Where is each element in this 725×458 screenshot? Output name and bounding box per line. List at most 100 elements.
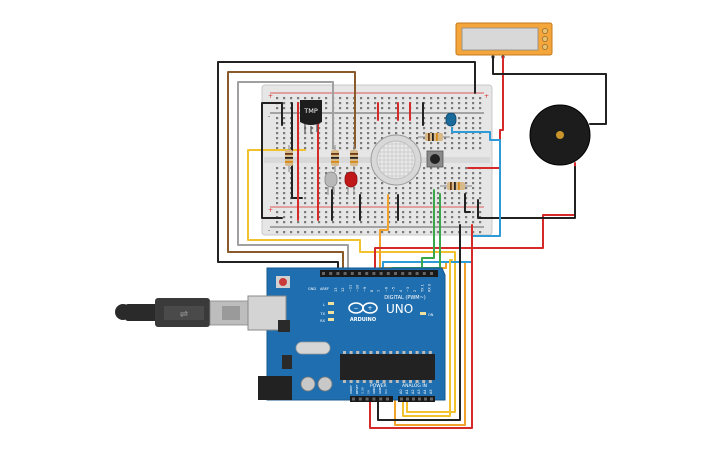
power-pin-label: RESET <box>355 384 359 394</box>
digital-pin[interactable] <box>322 272 325 275</box>
breadboard-hole <box>430 202 433 205</box>
breadboard-hole <box>479 192 482 195</box>
digital-pin[interactable] <box>336 272 340 275</box>
breadboard-hole <box>360 127 363 130</box>
breadboard-hole <box>276 132 279 135</box>
breadboard-hole <box>276 202 279 205</box>
led-red[interactable] <box>344 171 358 195</box>
digital-pin[interactable] <box>343 272 347 275</box>
analog-pin[interactable] <box>418 397 421 401</box>
chip-pin <box>389 380 393 383</box>
digital-pin[interactable] <box>401 272 405 275</box>
led-l-label: L <box>323 303 325 307</box>
resistor-middle[interactable] <box>331 145 339 172</box>
breadboard-hole <box>437 172 440 175</box>
breadboard-hole <box>402 231 405 234</box>
breadboard-hole <box>325 197 328 200</box>
breadboard-hole <box>465 187 468 190</box>
digital-pin[interactable] <box>386 272 390 275</box>
breadboard-hole <box>458 202 461 205</box>
breadboard-hole <box>444 117 447 120</box>
breadboard-hole <box>325 202 328 205</box>
breadboard-hole <box>339 117 342 120</box>
breadboard-hole <box>472 216 475 219</box>
push-button[interactable] <box>426 150 444 168</box>
breadboard-hole <box>416 117 419 120</box>
chip-pin <box>362 380 366 383</box>
breadboard-hole <box>479 197 482 200</box>
analog-pin[interactable] <box>430 397 433 401</box>
breadboard-hole <box>367 132 370 135</box>
breadboard-hole <box>451 211 454 214</box>
breadboard-hole <box>304 187 307 190</box>
breadboard-hole <box>430 97 433 100</box>
breadboard-hole <box>416 177 419 180</box>
digital-pin[interactable] <box>350 272 354 275</box>
temperature-sensor-label: TMP <box>303 107 318 115</box>
breadboard-hole <box>339 102 342 105</box>
power-pin[interactable] <box>379 397 383 401</box>
breadboard-hole <box>395 192 398 195</box>
breadboard-hole <box>367 192 370 195</box>
breadboard-hole <box>318 216 321 219</box>
breadboard-hole <box>423 221 426 224</box>
breadboard-hole <box>346 202 349 205</box>
digital-header-label: DIGITAL (PWM~) <box>384 295 426 301</box>
gas-sensor[interactable] <box>370 134 422 186</box>
breadboard-hole <box>360 122 363 125</box>
power-pin[interactable] <box>372 397 376 401</box>
breadboard-hole <box>381 182 384 185</box>
breadboard-hole <box>311 147 314 150</box>
breadboard-hole <box>318 211 321 214</box>
analog-pin[interactable] <box>424 397 427 401</box>
digital-pin[interactable] <box>372 272 376 275</box>
chip-pin <box>428 380 432 383</box>
resistor-right[interactable] <box>350 145 358 172</box>
reset-button[interactable] <box>279 278 287 286</box>
digital-pin[interactable] <box>394 272 397 275</box>
breadboard-hole <box>423 97 426 100</box>
breadboard-hole <box>318 167 321 170</box>
breadboard-hole <box>388 211 391 214</box>
power-pin[interactable] <box>352 397 355 401</box>
svg-text:+: + <box>268 207 273 214</box>
breadboard-hole <box>402 107 405 110</box>
resistor-bottom-right[interactable] <box>440 182 472 190</box>
digital-pin[interactable] <box>422 272 426 275</box>
power-pin[interactable] <box>386 397 389 401</box>
breadboard-hole <box>374 216 377 219</box>
breadboard-hole <box>437 122 440 125</box>
power-pin[interactable] <box>365 397 369 401</box>
led-blue[interactable] <box>445 112 457 127</box>
resistor-top-right[interactable] <box>418 133 450 141</box>
digital-pin[interactable] <box>365 272 369 275</box>
digital-pin[interactable] <box>430 272 433 275</box>
analog-pin[interactable] <box>412 397 415 401</box>
led-gray[interactable] <box>324 171 338 195</box>
digital-pin[interactable] <box>415 272 419 275</box>
breadboard-hole <box>332 221 335 224</box>
digital-pin[interactable] <box>358 272 361 275</box>
piezo-buzzer[interactable] <box>529 104 591 166</box>
digital-pin[interactable] <box>379 272 383 275</box>
lcd-module[interactable] <box>455 22 553 59</box>
analog-pin[interactable] <box>406 397 409 401</box>
breadboard-hole <box>444 107 447 110</box>
breadboard-hole <box>304 192 307 195</box>
digital-pin[interactable] <box>329 272 333 275</box>
digital-pin[interactable] <box>408 272 412 275</box>
breadboard-hole <box>444 182 447 185</box>
analog-pin[interactable] <box>400 397 403 401</box>
breadboard-hole <box>367 172 370 175</box>
breadboard-hole <box>360 177 363 180</box>
resistor-left[interactable] <box>285 145 293 172</box>
breadboard-hole <box>423 202 426 205</box>
breadboard-hole <box>402 127 405 130</box>
breadboard-hole <box>276 127 279 130</box>
breadboard-hole <box>318 202 321 205</box>
power-pin[interactable] <box>358 397 362 401</box>
breadboard-hole <box>311 197 314 200</box>
temperature-sensor[interactable]: TMP <box>300 100 322 134</box>
